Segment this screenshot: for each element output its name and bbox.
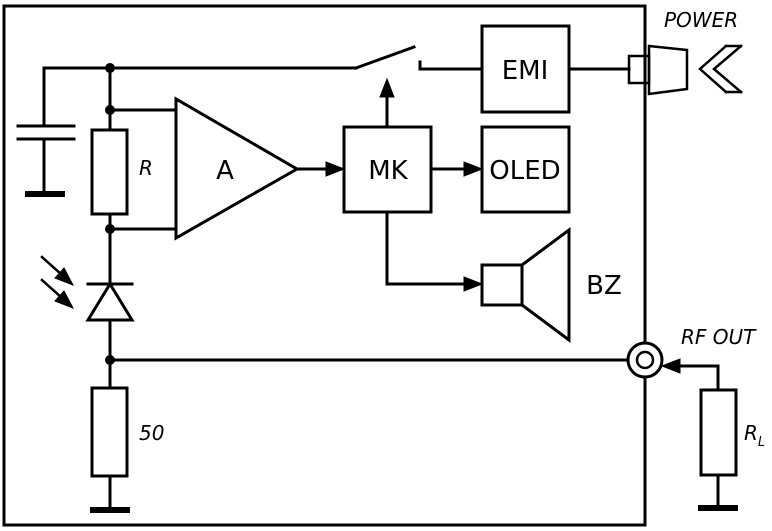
arrow-head <box>660 358 681 374</box>
oled-block <box>480 125 571 214</box>
arrow-head <box>325 161 346 177</box>
load-resistor <box>699 388 738 477</box>
enclosure-frame <box>2 4 647 527</box>
rf-out-label: RF OUT <box>681 325 757 349</box>
sense-resistor-label: R <box>139 156 153 180</box>
termination-resistor-label: 50 <box>139 421 164 445</box>
load-resistor-subscript: L <box>758 435 765 450</box>
power-label: POWER <box>664 8 738 32</box>
power-switch <box>354 45 484 71</box>
arrow-head <box>379 77 395 98</box>
mk-block <box>342 125 433 214</box>
buzzer-label: BZ <box>586 271 622 301</box>
amplifier-triangle <box>174 96 301 241</box>
termination-resistor <box>90 386 129 478</box>
emi-label: EMI <box>502 56 549 86</box>
power-connector-icon <box>627 44 743 96</box>
arrow-head <box>463 161 484 177</box>
oled-label: OLED <box>489 156 560 186</box>
mk-to-buzzer-line <box>385 210 466 286</box>
decoupling-capacitor <box>16 66 76 197</box>
photodiode-icon <box>40 255 135 362</box>
buzzer-speaker-icon <box>480 227 571 343</box>
sense-resistor <box>90 128 129 216</box>
rf-out-connector-icon <box>626 341 664 379</box>
arrow-head <box>463 276 484 292</box>
junction-dot <box>105 63 115 73</box>
load-resistor-label: RL <box>744 421 765 450</box>
amplifier-label: A <box>216 156 234 186</box>
mk-label: MK <box>368 156 408 186</box>
load-line <box>678 364 720 392</box>
